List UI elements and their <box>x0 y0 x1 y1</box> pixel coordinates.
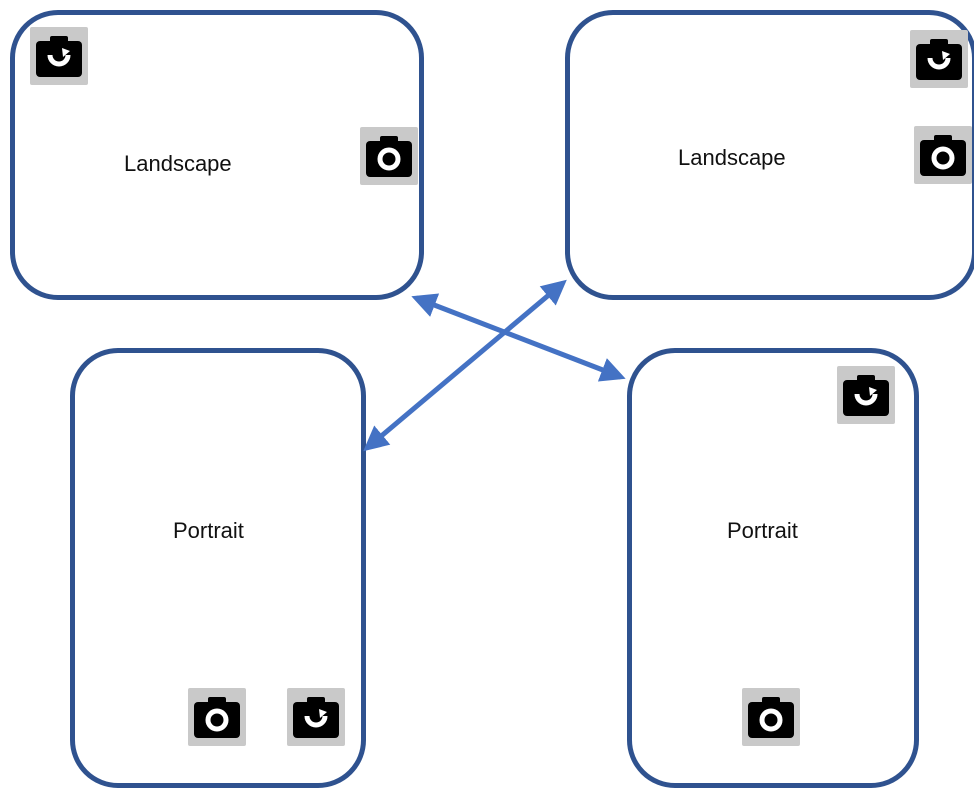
portrait-label-left: Portrait <box>173 518 244 543</box>
selfie-camera-icon <box>30 27 88 85</box>
portrait-label-right: Portrait <box>727 518 798 543</box>
camera-icon <box>360 127 418 185</box>
landscape-frame-right <box>565 10 974 300</box>
connector-arrows <box>363 279 626 452</box>
selfie-camera-icon <box>837 366 895 424</box>
selfie-camera-icon <box>910 30 968 88</box>
arrow-landscape-right-to-portrait-left <box>363 279 567 452</box>
camera-icon <box>742 688 800 746</box>
camera-icon <box>188 688 246 746</box>
landscape-label-left: Landscape <box>124 151 232 176</box>
landscape-label-right: Landscape <box>678 145 786 170</box>
selfie-camera-icon <box>287 688 345 746</box>
arrow-landscape-left-to-portrait-right <box>411 293 626 382</box>
camera-icon <box>914 126 972 184</box>
